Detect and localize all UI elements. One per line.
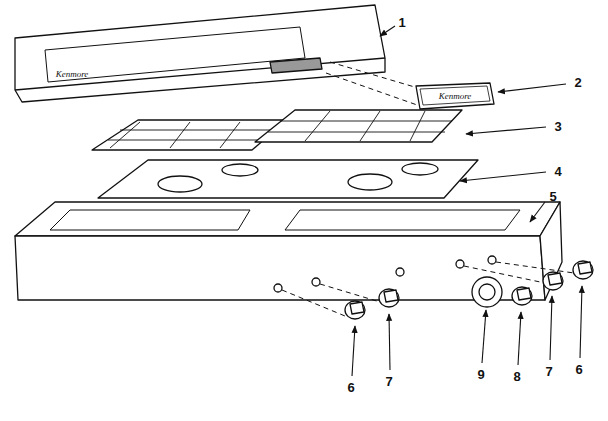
burner-plate-part — [402, 163, 438, 175]
cooktop-body-part — [274, 284, 282, 292]
leader-arrows-part — [518, 312, 521, 365]
leader-arrows-part — [550, 296, 552, 360]
cooktop-body-part — [15, 202, 560, 236]
callout-number: 2 — [574, 76, 581, 89]
knobs-part — [573, 261, 593, 279]
knobs-part — [472, 277, 502, 307]
burner-plate-part — [98, 160, 478, 198]
callout-number: 6 — [575, 363, 582, 376]
leader-arrows-part — [482, 310, 486, 363]
knobs — [345, 261, 593, 319]
backguard — [15, 5, 385, 102]
leader-arrows-part — [380, 26, 395, 36]
leader-arrows-part — [352, 326, 355, 376]
knobs-part — [517, 288, 531, 300]
leader-arrows-part — [460, 172, 546, 181]
burner-plate — [98, 160, 478, 198]
knobs-part — [543, 272, 563, 290]
callout-number: 7 — [545, 365, 552, 378]
cooktop-body-part — [312, 278, 320, 286]
leader-arrows-part — [580, 286, 582, 358]
range-illustration-part — [15, 5, 593, 376]
burner-plate-part — [348, 174, 392, 190]
backguard-part — [15, 5, 385, 102]
callout-number: 5 — [549, 190, 556, 203]
grates-part — [255, 110, 462, 142]
callout-number: 3 — [554, 120, 561, 133]
callout-number: 6 — [347, 381, 354, 394]
grates-part — [92, 120, 287, 150]
nameplate — [326, 62, 494, 109]
cooktop-body-part — [540, 202, 562, 300]
cooktop-body-part — [396, 268, 404, 276]
callout-number: 4 — [554, 165, 561, 178]
brand-script: Kenmore — [439, 92, 472, 101]
burner-plate-part — [222, 164, 258, 176]
knobs-part — [578, 262, 592, 274]
callout-number: 7 — [385, 375, 392, 388]
knob-leaders — [282, 262, 574, 316]
knobs-part — [379, 289, 399, 307]
backguard-part — [45, 27, 305, 82]
cooktop-body-part — [488, 256, 496, 264]
grates-part — [268, 111, 452, 141]
knobs-part — [512, 287, 532, 305]
leader-arrows-part — [466, 127, 546, 134]
knobs-part — [350, 302, 364, 314]
knobs-part — [479, 284, 495, 300]
cooktop-body-part — [456, 260, 464, 268]
callout-number: 1 — [398, 16, 405, 29]
grates — [92, 110, 462, 150]
nameplate-part — [416, 83, 494, 109]
cooktop-body-part — [50, 210, 520, 230]
brand-script: Kenmore — [56, 70, 89, 79]
knobs-part — [548, 273, 562, 285]
grates-part — [108, 122, 280, 148]
nameplate-part — [420, 86, 490, 105]
callout-number: 9 — [477, 368, 484, 381]
leader-arrows — [352, 26, 582, 376]
nameplate-part — [326, 73, 420, 106]
leader-arrows-part — [389, 314, 390, 370]
burner-plate-part — [158, 176, 202, 192]
nameplate-part — [330, 62, 418, 88]
knobs-part — [384, 290, 398, 302]
callout-number: 8 — [513, 370, 520, 383]
backguard-part — [270, 58, 322, 73]
knob-leaders-part — [282, 262, 574, 316]
leader-arrows-part — [530, 202, 545, 222]
leader-arrows-part — [498, 84, 566, 92]
knobs-part — [345, 301, 365, 319]
cooktop-body-part — [15, 236, 545, 300]
